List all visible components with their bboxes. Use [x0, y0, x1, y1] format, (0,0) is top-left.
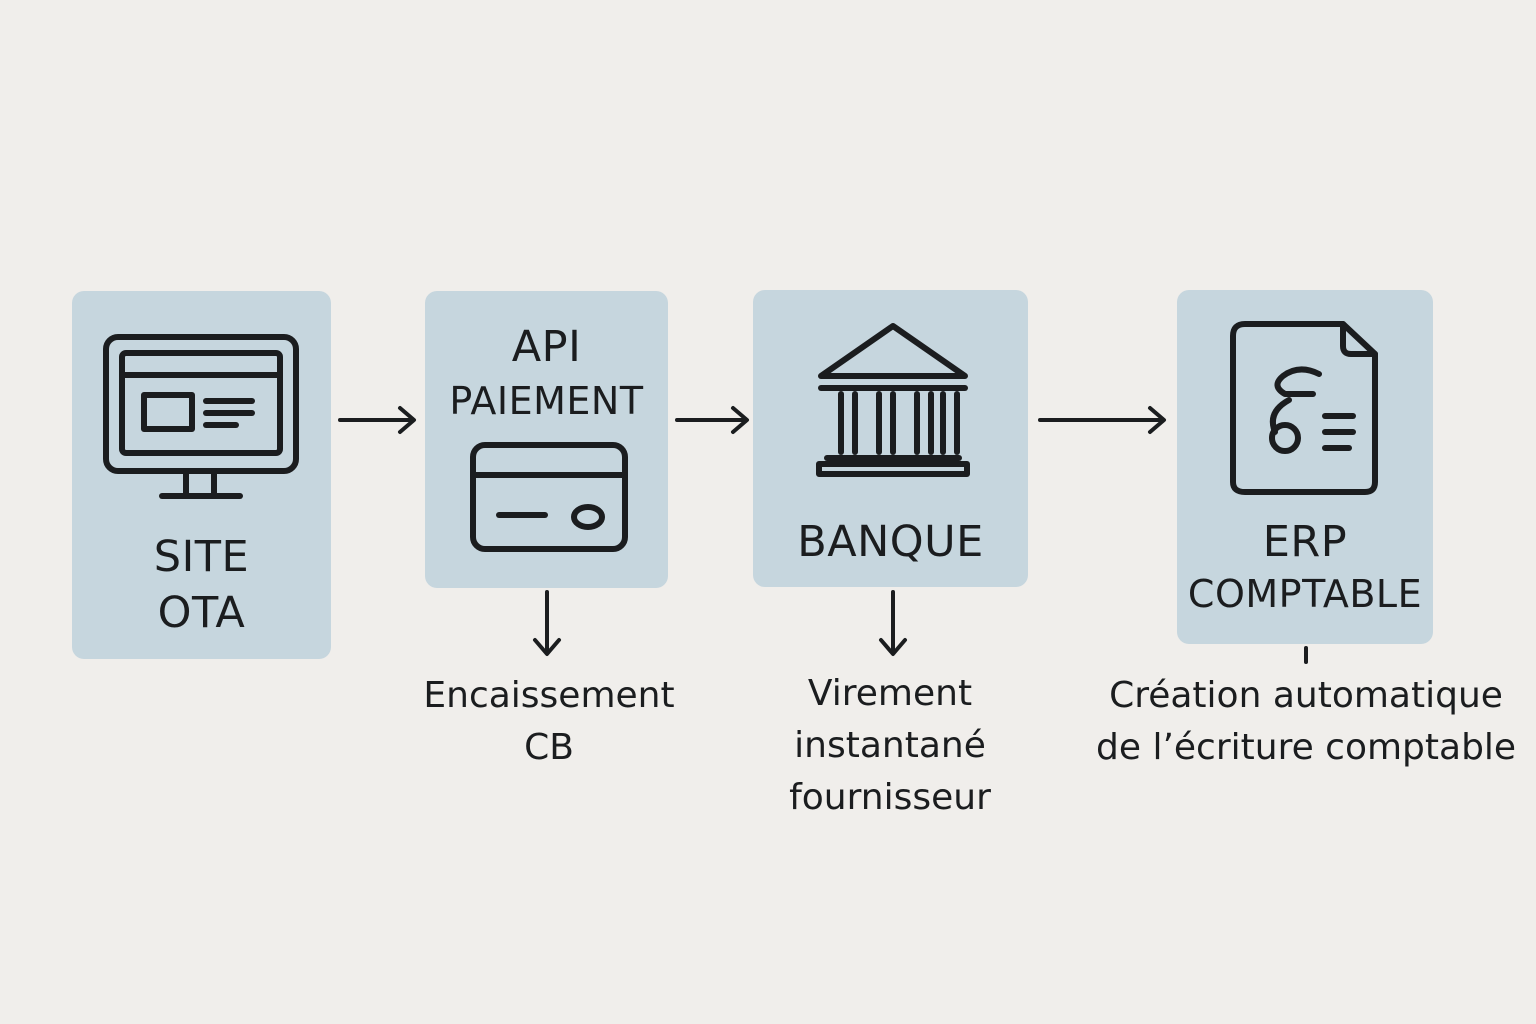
step-site-ota: SITE OTA	[72, 291, 331, 659]
flow-arrow	[675, 406, 749, 434]
step-label-line: PAIEMENT	[449, 379, 644, 423]
step-label-line: BANQUE	[797, 517, 984, 567]
accounting-document-icon	[1230, 321, 1378, 495]
step-erp-comptable: ERP COMPTABLE	[1177, 290, 1433, 644]
flow-arrow	[338, 406, 416, 434]
monitor-icon	[103, 334, 299, 499]
credit-card-icon	[470, 442, 628, 552]
step-api-paiement: API PAIEMENT	[425, 291, 668, 588]
note-line: fournisseur	[789, 777, 991, 818]
note-virement: Virement instantané fournisseur	[740, 668, 1040, 824]
step-label-line: ERP	[1262, 517, 1348, 567]
down-arrow	[533, 590, 561, 656]
note-line: instantané	[794, 725, 986, 766]
step-label-line: API	[511, 322, 582, 372]
note-line: Virement	[807, 673, 973, 714]
step-label-line: COMPTABLE	[1187, 572, 1423, 616]
step-banque: BANQUE	[753, 290, 1028, 587]
note-line: Création automatique	[1109, 675, 1503, 716]
note-line: Encaissement	[423, 675, 675, 716]
note-line: de l’écriture comptable	[1096, 727, 1517, 768]
step-label-line: OTA	[157, 588, 246, 638]
note-creation: Création automatique de l’écriture compt…	[1096, 670, 1516, 774]
flow-arrow	[1038, 406, 1166, 434]
note-encaissement: Encaissement CB	[399, 670, 699, 774]
note-line: CB	[524, 727, 574, 768]
step-label-line: SITE	[153, 532, 250, 582]
connector-tick	[1304, 646, 1308, 664]
bank-icon	[816, 323, 970, 477]
down-arrow	[879, 590, 907, 656]
